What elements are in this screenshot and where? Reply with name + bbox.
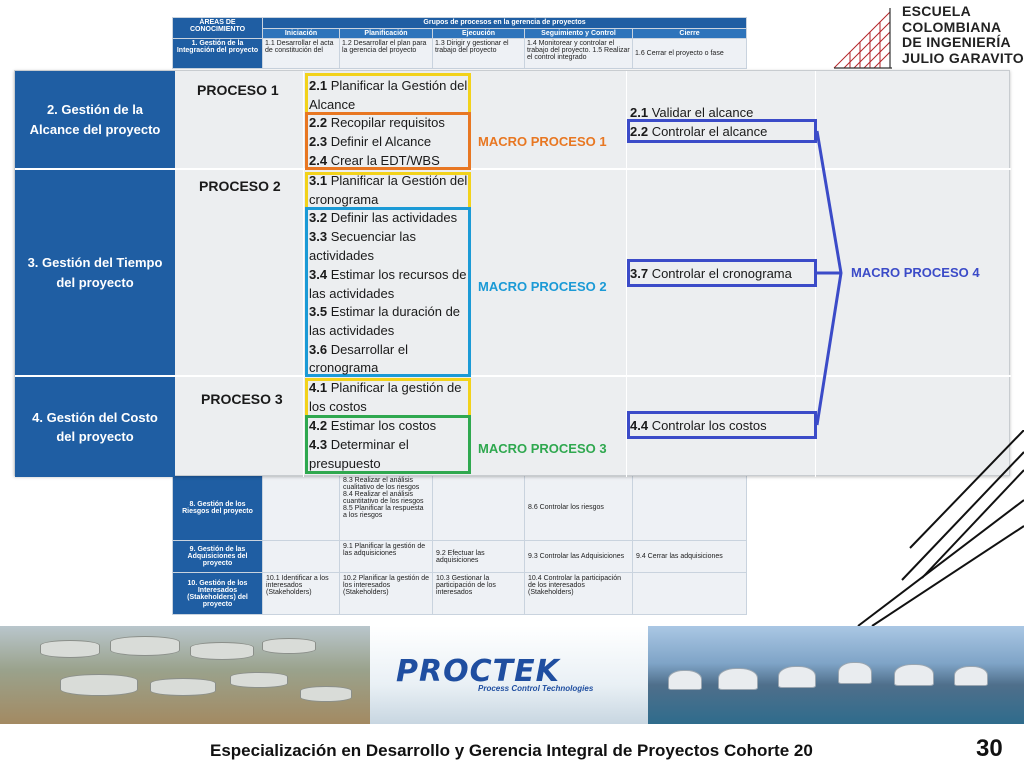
background-table-top: ÁREAS DE CONOCIMIENTO Grupos de procesos… <box>172 17 748 69</box>
area-cell: 10. Gestión de los Interesados (Stakehol… <box>172 572 263 615</box>
table-cell <box>262 474 340 541</box>
area-label: 4. Gestión del Costo del proyecto <box>15 377 175 477</box>
proceso-label: PROCESO 1 <box>197 82 279 98</box>
process-item: 3.1 Planificar la Gestión del <box>309 173 468 188</box>
table-cell: 10.1 Identificar a los interesados (Stak… <box>262 572 340 615</box>
process-item: actividades <box>309 248 375 263</box>
band-costo: 4. Gestión del Costo del proyecto <box>15 377 1011 477</box>
logo-line: COLOMBIANA <box>902 18 1002 35</box>
process-item: las actividades <box>309 286 395 301</box>
proctek-logo-panel <box>370 626 648 724</box>
area-label: 3. Gestión del Tiempo del proyecto <box>15 170 175 375</box>
plan-box-orange <box>305 112 471 170</box>
macro-proceso-label: MACRO PROCESO 2 <box>478 279 607 294</box>
table-cell <box>632 572 747 615</box>
footer-text: Especialización en Desarrollo y Gerencia… <box>210 741 813 760</box>
column-header: Cierre <box>631 28 748 39</box>
proctek-brand: PROCTEK <box>396 654 560 689</box>
table-cell: 1.2 Desarrollar el plan para la gerencia… <box>339 38 433 69</box>
process-item: las actividades <box>309 323 395 338</box>
process-item: cronograma <box>309 192 379 207</box>
macro-proceso-label: MACRO PROCESO 3 <box>478 441 607 456</box>
university-logo-icon <box>833 8 892 69</box>
table-cell <box>432 474 525 541</box>
area-cell: 1. Gestión de la Integración del proyect… <box>172 38 263 69</box>
control-box <box>627 119 817 143</box>
plan-box-green <box>305 415 471 474</box>
process-item: 2.3 Definir el Alcance <box>309 134 432 149</box>
table-cell: 8.6 Controlar los riesgos <box>524 474 633 541</box>
process-item: 3.3 Secuenciar las <box>309 229 416 244</box>
process-item: 4.2 Estimar los costos <box>309 418 437 433</box>
plan-box-cyan <box>305 207 471 377</box>
table-cell: 10.4 Controlar la participación de los i… <box>524 572 633 615</box>
area-cell: 9. Gestión de las Adquisiciones del proy… <box>172 540 263 573</box>
logo-line: ESCUELA <box>902 3 971 19</box>
table-cell: 1.6 Cerrar el proyecto o fase <box>631 38 748 69</box>
macro-proceso-4-label: MACRO PROCESO 4 <box>851 265 980 280</box>
area-label: 2. Gestión de la Alcance del proyecto <box>15 71 175 168</box>
table-cell: 9.2 Efectuar las adquisiciones <box>432 540 525 573</box>
column-header: Planificación <box>339 28 433 39</box>
proctek-wordmark: PROCTEK <box>396 654 560 689</box>
areas-header: ÁREAS DE CONOCIMIENTO <box>172 17 263 39</box>
logo-line: DE INGENIERÍA <box>902 34 1011 50</box>
process-item: Alcance <box>309 97 356 112</box>
table-cell: 9.4 Cerrar las adquisiciones <box>632 540 747 573</box>
table-cell: 8.3 Realizar el análisis cualitativo de … <box>339 474 433 541</box>
table-cell: 10.3 Gestionar la participación de los i… <box>432 572 525 615</box>
column-header: Ejecución <box>432 28 525 39</box>
proceso-label: PROCESO 3 <box>201 391 283 407</box>
process-item: 3.2 Definir las actividades <box>309 210 458 225</box>
groups-header: Grupos de procesos en la gerencia de pro… <box>261 17 748 29</box>
column-divider <box>303 71 304 477</box>
process-item: 2.2 Recopilar requisitos <box>309 115 445 130</box>
banner-strip <box>0 626 1024 724</box>
process-item: 4.3 Determinar el <box>309 437 409 452</box>
process-item: presupuesto <box>309 456 381 471</box>
process-item: cronograma <box>309 360 379 375</box>
process-item: 3.6 Desarrollar el <box>309 342 408 357</box>
background-table-bottom: 8. Gestión de los Riesgos del proyecto 8… <box>172 474 747 615</box>
table-cell: 1.4 Monitorear y controlar el trabajo de… <box>524 38 633 69</box>
table-cell: 1.1 Desarrollar el acta de constitución … <box>262 38 340 69</box>
process-item: 3.5 Estimar la duración de <box>309 304 461 319</box>
table-cell: 9.3 Controlar las Adquisiciones <box>524 540 633 573</box>
control-item: 2.2 Controlar el alcance <box>630 124 768 139</box>
university-logo-text: ESCUELA COLOMBIANA DE INGENIERÍA JULIO G… <box>902 3 1024 66</box>
refinery-photo-right <box>648 626 1024 724</box>
refinery-photo-left <box>0 626 370 724</box>
table-cell: 9.1 Planificar la gestión de las adquisi… <box>339 540 433 573</box>
band-tiempo: 3. Gestión del Tiempo del proyecto <box>15 170 1011 377</box>
table-cell: 10.2 Planificar la gestión de los intere… <box>339 572 433 615</box>
column-divider <box>626 71 627 477</box>
control-item: 3.7 Controlar el cronograma <box>630 266 792 281</box>
control-item: 4.4 Controlar los costos <box>630 418 767 433</box>
process-item: 3.4 Estimar los recursos de <box>309 267 467 282</box>
decorative-diagonal-lines <box>857 430 1024 627</box>
proceso-label: PROCESO 2 <box>199 178 281 194</box>
page-number: 30 <box>976 735 1003 762</box>
column-header: Seguimiento y Control <box>524 28 633 39</box>
area-cell: 8. Gestión de los Riesgos del proyecto <box>172 474 263 541</box>
process-item: 2.1 Planificar la Gestión del <box>309 78 468 93</box>
proctek-tagline: Process Control Technologies <box>478 684 594 693</box>
logo-line: JULIO GARAVITO <box>902 49 1024 66</box>
control-box <box>627 259 817 287</box>
process-item: los costos <box>309 399 367 414</box>
process-item: 2.4 Crear la EDT/WBS <box>309 153 440 168</box>
macro-proceso-label: MACRO PROCESO 1 <box>478 134 607 149</box>
band-alcance: 2. Gestión de la Alcance del proyecto <box>15 71 1011 170</box>
table-cell <box>632 474 747 541</box>
table-cell: 1.3 Dirigir y gestionar el trabajo del p… <box>432 38 525 69</box>
process-item: 4.1 Planificar la gestión de <box>309 380 462 395</box>
process-overlay-panel: 2. Gestión de la Alcance del proyecto 3.… <box>14 70 1011 477</box>
control-box <box>627 411 817 439</box>
table-cell <box>262 540 340 573</box>
column-header: Iniciación <box>262 28 340 39</box>
control-item: 2.1 Validar el alcance <box>630 105 754 120</box>
